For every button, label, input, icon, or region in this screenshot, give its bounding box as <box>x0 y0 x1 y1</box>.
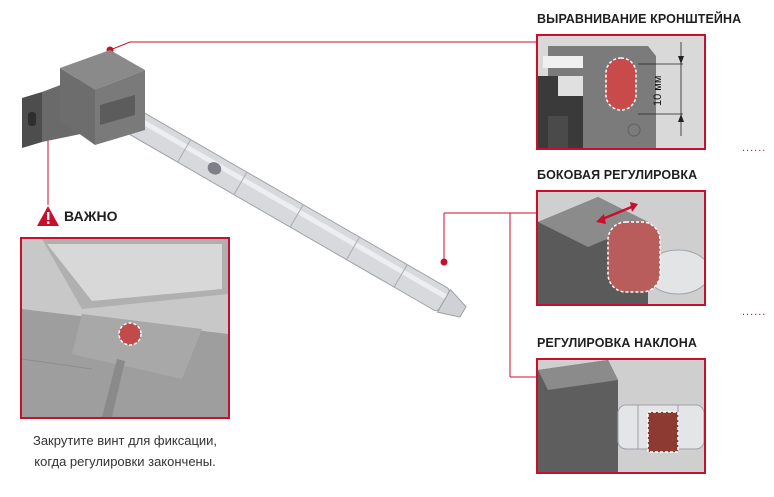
bracket-body <box>22 50 145 148</box>
dots-2: ...... <box>742 306 767 318</box>
screw-marker <box>118 322 142 346</box>
tilt-adjustment-detail <box>538 360 704 472</box>
callout-dot-tip <box>440 258 448 266</box>
heading-side-adjustment: БОКОВАЯ РЕГУЛИРОВКА <box>537 168 698 182</box>
bracket-shaft-illustration <box>22 50 467 318</box>
panel-bracket-alignment: 10 мм <box>536 34 706 150</box>
warning-detail <box>22 239 228 417</box>
side-adjustment-detail <box>538 192 704 304</box>
dots-1: ...... <box>742 142 767 154</box>
oval-slot-marker <box>605 57 637 111</box>
panel-side-adjustment <box>536 190 706 306</box>
panel-warning <box>20 237 230 419</box>
heading-bracket-alignment: ВЫРАВНИВАНИЕ КРОНШТЕЙНА <box>537 12 742 26</box>
panel-tilt-adjustment <box>536 358 706 474</box>
callout-line-bracket <box>109 41 131 51</box>
warning-caption-line2: когда регулировки закончены. <box>34 454 216 469</box>
tilt-adjust-marker <box>647 411 679 453</box>
warning-caption-line1: Закрутите винт для фиксации, <box>32 433 218 448</box>
side-adjust-marker <box>607 221 661 293</box>
warning-label: ВАЖНО <box>64 208 118 224</box>
bracket-alignment-detail <box>538 36 704 148</box>
warning-icon <box>37 206 59 226</box>
heading-tilt-adjustment: РЕГУЛИРОВКА НАКЛОНА <box>537 336 697 350</box>
dimension-label: 10 мм <box>652 75 664 106</box>
